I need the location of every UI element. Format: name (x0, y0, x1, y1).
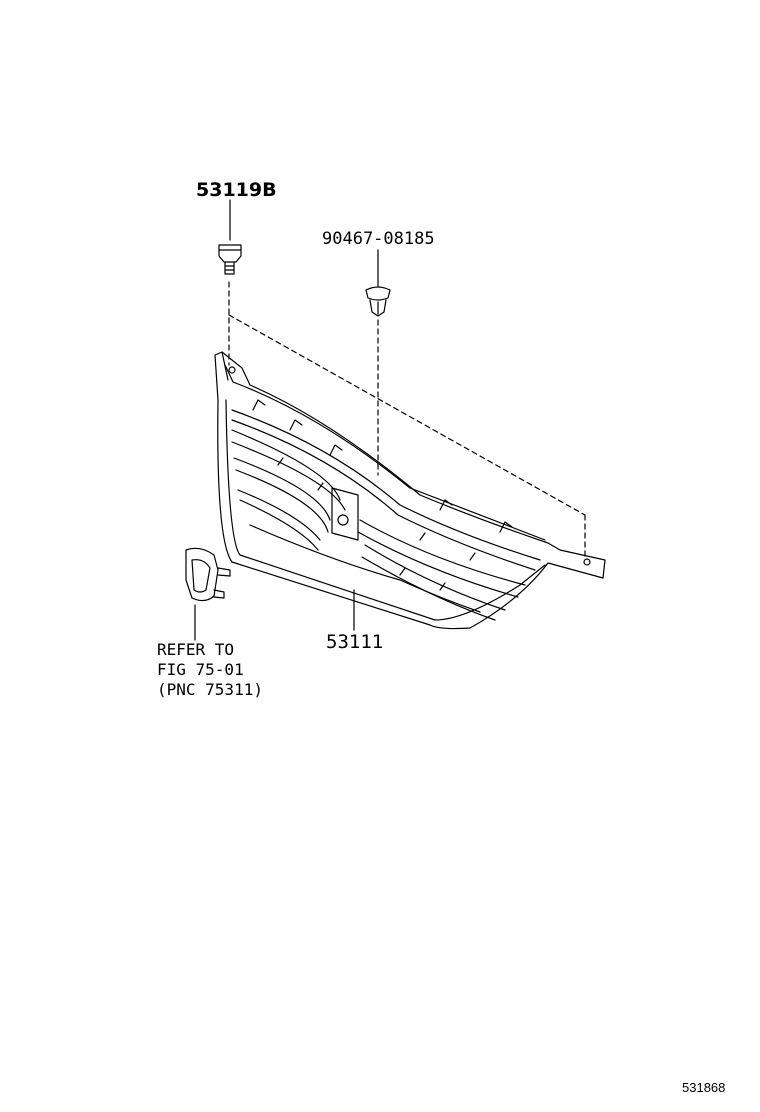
label-90467-08185: 90467-08185 (322, 229, 435, 249)
emblem-icon (185, 547, 231, 602)
figure-id: 531868 (682, 1080, 726, 1095)
label-53119b: 53119B (196, 179, 277, 201)
alignment-dashes (228, 281, 586, 561)
label-53111: 53111 (326, 631, 384, 653)
reference-line-2: FIG 75-01 (157, 660, 244, 679)
bolt-53119b-icon (218, 244, 242, 275)
clip-90467-icon (365, 286, 391, 317)
reference-line-1: REFER TO (157, 640, 235, 659)
reference-line-3: (PNC 75311) (157, 680, 263, 699)
grille-53111-icon (214, 351, 606, 630)
